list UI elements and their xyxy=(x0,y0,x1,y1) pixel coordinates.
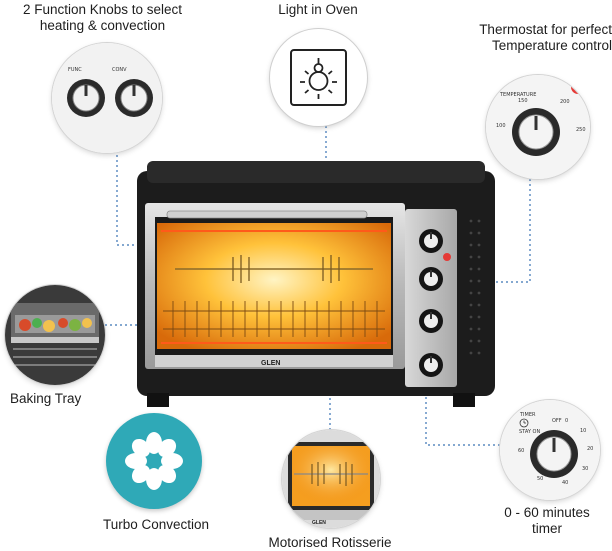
svg-text:20: 20 xyxy=(587,446,593,452)
turbo-convection-caption: Turbo Convection xyxy=(102,517,210,532)
svg-text:TEMPERATURE: TEMPERATURE xyxy=(499,92,536,98)
function-knobs-closeup: FUNC CONV xyxy=(52,43,162,153)
temperature-knob[interactable] xyxy=(419,267,443,291)
clock-icon xyxy=(519,418,529,428)
power-indicator-light xyxy=(443,253,451,261)
control-panel xyxy=(405,209,457,387)
rotisserie-closeup: GLEN xyxy=(282,430,380,528)
svg-text:200: 200 xyxy=(560,99,570,105)
rotisserie-caption: Motorised Rotisserie xyxy=(268,535,392,550)
knobs-caption: 2 Function Knobs to select heating & con… xyxy=(22,2,183,33)
light-caption: Light in Oven xyxy=(278,2,358,17)
timer-closeup: TIMER STAY ON OFF 0 10 20 30 40 50 60 xyxy=(500,400,600,500)
svg-text:CONV: CONV xyxy=(112,67,127,73)
svg-text:30: 30 xyxy=(582,466,588,472)
svg-text:60: 60 xyxy=(518,448,524,454)
svg-text:40: 40 xyxy=(562,480,568,486)
door-handle[interactable] xyxy=(166,210,368,219)
svg-text:0: 0 xyxy=(565,418,568,424)
svg-text:250: 250 xyxy=(576,127,586,133)
svg-text:10: 10 xyxy=(580,428,586,434)
svg-text:GLEN: GLEN xyxy=(312,520,326,526)
timer-caption: 0 - 60 minutes timer xyxy=(504,505,590,536)
convection-knob[interactable] xyxy=(419,309,443,333)
svg-text:FUNC: FUNC xyxy=(68,67,82,73)
baking-tray-closeup xyxy=(5,285,105,385)
baking-tray-caption: Baking Tray xyxy=(10,391,82,406)
thermostat-caption: Thermostat for perfect Temperature contr… xyxy=(479,22,612,53)
svg-text:50: 50 xyxy=(537,476,543,482)
timer-knob[interactable] xyxy=(419,353,443,377)
light-bulb-icon xyxy=(300,58,337,99)
turbo-convection-icon xyxy=(106,413,202,509)
svg-text:150: 150 xyxy=(518,98,528,104)
thermostat-closeup: TEMPERATURE 100 150 200 250 xyxy=(486,75,590,179)
oven-light-closeup xyxy=(270,29,367,126)
oven-body: GLEN xyxy=(133,161,499,411)
svg-text:OFF: OFF xyxy=(552,418,562,424)
svg-text:TIMER: TIMER xyxy=(519,412,536,418)
svg-text:STAY ON: STAY ON xyxy=(519,429,540,435)
function-knob[interactable] xyxy=(419,229,443,253)
brand-logo: GLEN xyxy=(261,360,280,367)
oven-interior xyxy=(157,223,391,349)
svg-text:100: 100 xyxy=(496,123,506,129)
